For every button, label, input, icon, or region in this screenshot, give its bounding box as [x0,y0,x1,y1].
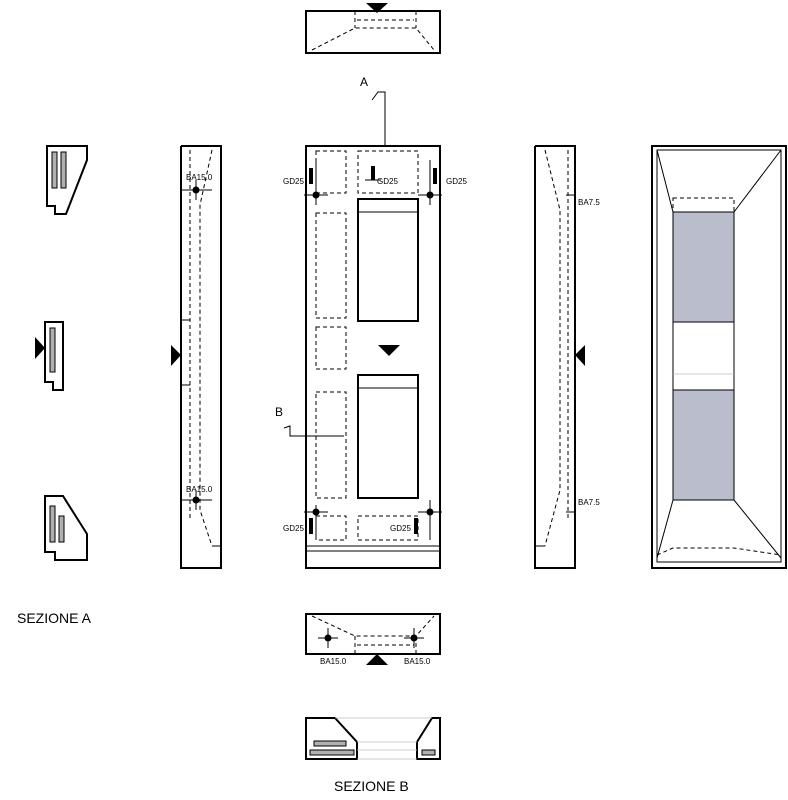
left-side-view: BA15.0 BA15.0 [171,145,222,569]
bottom-view-label-right: BA15.0 [404,657,431,666]
front-view-arrow-marker [378,345,400,356]
front-label-gd25-top-left: GD25 [283,177,304,186]
sezione-b-detail [305,717,441,760]
left-side-anchor-top [180,180,212,200]
bottom-view-anchor-left [318,628,338,648]
right-side-arrow-marker [575,345,585,366]
front-view: GD25 GD25 GD25 GD25 GD25 [283,145,467,569]
top-view-arrow-marker [366,3,388,13]
sezione-a-caption: SEZIONE A [17,610,92,626]
sezione-a-arrow-marker [35,337,45,359]
left-side-arrow-marker [171,345,181,366]
section-b-letter: B [275,405,283,419]
section-a-marker: A [360,75,386,146]
lower-panel [672,389,735,501]
section-b-marker: B [275,405,344,437]
section-a-letter: A [360,75,368,89]
anchor-bottom-right [414,500,442,540]
front-label-gd25-top-center: GD25 [377,177,398,186]
anchor-top-right [418,160,442,205]
left-side-label-bottom: BA15.0 [186,485,213,494]
sezione-a-detail-bottom [44,495,88,561]
front-label-gd25-bottom-left: GD25 [283,524,304,533]
anchor-bottom-left [304,505,328,540]
bottom-view: BA15.0 BA15.0 [305,613,441,666]
right-side-label-top: BA7.5 [578,198,600,207]
upper-opening [357,198,419,322]
bottom-view-anchor-right [404,628,424,648]
bottom-view-arrow-marker [366,654,388,665]
anchor-top-left [304,160,328,205]
anchor-top-center [365,166,381,181]
rear-view [651,145,787,569]
lower-opening [357,374,419,499]
left-side-anchor-bottom [180,490,212,510]
bottom-view-label-left: BA15.0 [320,657,347,666]
sezione-a-detail-middle [35,321,64,391]
front-label-gd25-bottom-center: GD25 [390,524,411,533]
left-side-label-top: BA15.0 [186,173,213,182]
front-label-gd25-top-right: GD25 [446,177,467,186]
right-side-view: BA7.5 BA7.5 [534,145,600,569]
sezione-a-detail-top [46,145,88,215]
upper-panel [672,211,735,323]
right-side-label-bottom: BA7.5 [578,498,600,507]
top-view [305,3,441,54]
sezione-b-caption: SEZIONE B [334,778,409,794]
